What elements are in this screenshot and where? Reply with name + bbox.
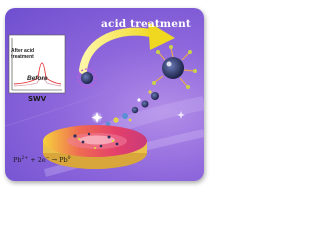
equation-rhs-element: Pb	[59, 156, 68, 165]
equation-lhs-charge: 2+	[21, 156, 29, 161]
equation-electron-charge: −	[45, 156, 50, 161]
equation-electrons: + 2e	[28, 156, 46, 165]
electrode-disc	[43, 125, 147, 169]
decor-line	[5, 87, 116, 127]
after-curve	[13, 62, 62, 85]
inset-before-label: Before	[27, 75, 48, 82]
sparkle-glow	[91, 111, 103, 124]
scene-illustration	[5, 22, 204, 177]
acid-treatment-label: acid treatment	[101, 18, 191, 30]
equation-rhs-charge: 0	[67, 156, 71, 161]
swv-inset-plot	[8, 34, 66, 94]
graphical-abstract: acid treatment After acid treatment Befo…	[5, 8, 204, 181]
reduction-equation: Pb2+ + 2e− → Pb0	[13, 156, 71, 164]
inset-method-label: SWV	[28, 95, 47, 103]
inset-after-label: After acid treatment	[11, 48, 35, 60]
functionalized-nanoparticle	[152, 45, 197, 89]
equation-lhs-ion: Pb	[13, 156, 22, 165]
equation-arrow: →	[49, 156, 60, 165]
particle-chain	[105, 90, 159, 127]
acid-treatment-arrow	[79, 22, 175, 74]
nanoparticle-left	[77, 68, 97, 88]
before-curve	[13, 78, 62, 87]
